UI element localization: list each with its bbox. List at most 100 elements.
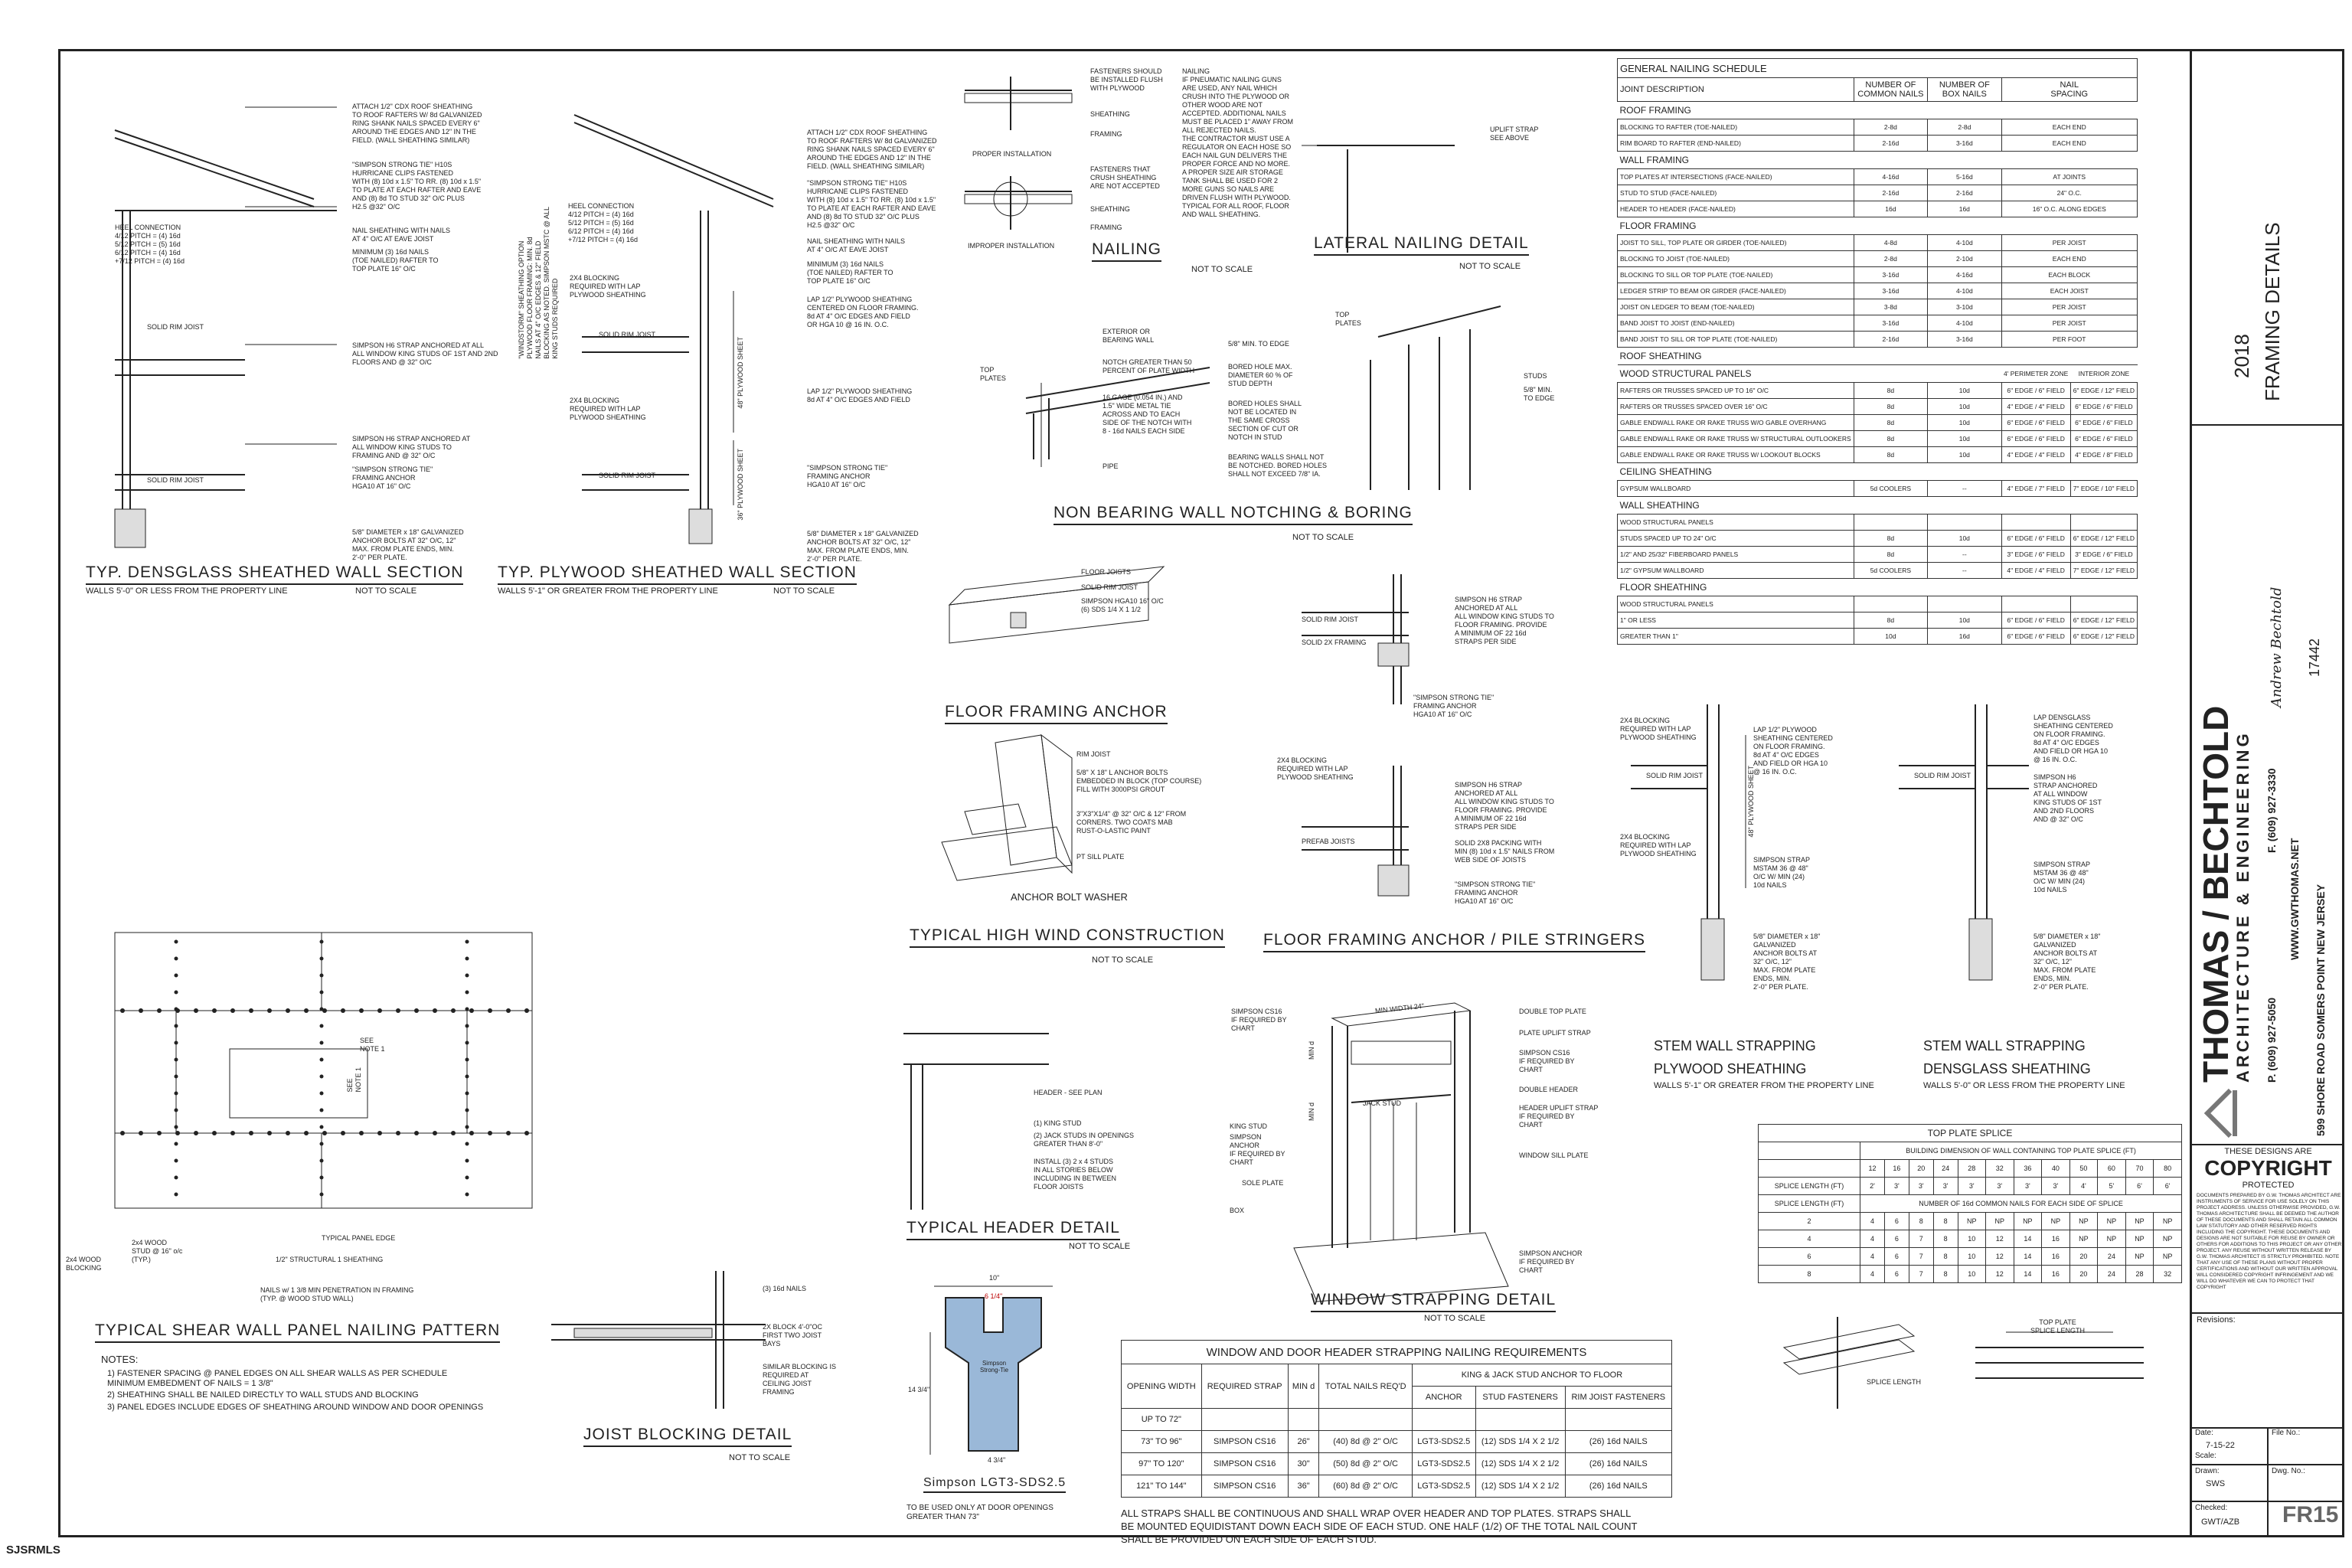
plywood-heel-note: HEEL CONNECTION 4/12 PITCH = (4) 16d 5/1… bbox=[568, 202, 639, 243]
table-cell: PER JOIST bbox=[2001, 315, 2138, 332]
tb-logo-icon bbox=[2203, 1088, 2237, 1138]
plywood-section-title: TYP. PLYWOOD SHEATHED WALL SECTION bbox=[498, 564, 857, 585]
nailing-schedule-section-name: WOOD STRUCTURAL PANELS bbox=[1617, 364, 2002, 383]
plywood-wall-section-drawing bbox=[573, 114, 774, 544]
table-cell: 2-8d bbox=[1853, 119, 1929, 136]
pile-blocking-note: 2X4 BLOCKING REQUIRED WITH LAP PLYWOOD S… bbox=[1277, 756, 1354, 781]
table-cell: TOP PLATES AT INTERSECTIONS (FACE-NAILED… bbox=[1617, 168, 1854, 185]
stem-plywood-sub2: WALLS 5'-1" OR GREATER FROM THE PROPERTY… bbox=[1654, 1081, 1874, 1090]
table-cell: BLOCKING TO RAFTER (TOE-NAILED) bbox=[1617, 119, 1854, 136]
plywood-note-lap-edges: LAP 1/2" PLYWOOD SHEATHING 8d AT 4" O/C … bbox=[807, 387, 913, 403]
nail-dot bbox=[139, 1131, 143, 1135]
tb-checked-value: GWT/AZB bbox=[2201, 1517, 2240, 1527]
table-cell bbox=[1411, 1408, 1476, 1431]
nail-dot bbox=[249, 1008, 253, 1013]
tb-firm-name: THOMAS / BECHTOLD bbox=[2196, 705, 2236, 1083]
table-cell: 36 bbox=[2013, 1159, 2043, 1178]
table-cell: GYPSUM WALLBOARD bbox=[1617, 480, 1854, 497]
table-cell: 10d bbox=[1927, 530, 2002, 547]
table-cell: SPLICE LENGTH (FT) bbox=[1757, 1194, 1861, 1213]
nb-exterior-note: EXTERIOR OR BEARING WALL bbox=[1102, 328, 1155, 344]
table-cell: 10d bbox=[1927, 414, 2002, 431]
table-cell: 8 bbox=[1757, 1265, 1861, 1283]
table-cell: NP bbox=[2125, 1212, 2154, 1230]
nb-cross-section-note: BORED HOLES SHALL NOT BE LOCATED IN THE … bbox=[1228, 400, 1302, 441]
nail-dot bbox=[465, 1057, 469, 1062]
nb-studs-note: STUDS bbox=[1524, 372, 1547, 380]
table-cell: -- bbox=[1927, 480, 2002, 497]
plywood-note-1: ATTACH 1/2" CDX ROOF SHEATHING TO ROOF R… bbox=[807, 129, 937, 170]
nailing-schedule: GENERAL NAILING SCHEDULE JOINT DESCRIPTI… bbox=[1617, 58, 2138, 645]
table-cell: 4-10d bbox=[1927, 315, 2002, 332]
tb-copyright-head: THESE DESIGNS ARE bbox=[2224, 1147, 2312, 1156]
table-cell: 5d COOLERS bbox=[1853, 562, 1929, 579]
nailing-schedule-title: GENERAL NAILING SCHEDULE bbox=[1617, 58, 2138, 78]
windstorm-note: "WINDSTORM" SHEATHING OPTION PLYWOOD FLO… bbox=[518, 207, 559, 359]
table-cell: 4" EDGE / 4" FIELD bbox=[2001, 398, 2071, 415]
tb-revisions-cell: Revisions: bbox=[2192, 1312, 2344, 1429]
nailing-schedule-section: FLOOR SHEATHING bbox=[1617, 578, 2138, 596]
lgt-dim-10: 10" bbox=[989, 1274, 1000, 1282]
ffa-solid2x-note: SOLID 2X FRAMING bbox=[1302, 639, 1367, 646]
nail-dot bbox=[174, 1074, 178, 1079]
nail-dot bbox=[488, 1131, 492, 1135]
table-cell: 6 bbox=[1883, 1230, 1909, 1248]
nailing-schedule-section-name: FLOOR SHEATHING bbox=[1617, 578, 2138, 596]
table-cell: 16 bbox=[2041, 1230, 2070, 1248]
table-cell bbox=[1927, 596, 2002, 612]
shear-notes-heading: NOTES: bbox=[101, 1354, 139, 1365]
table-cell: 16 bbox=[1883, 1159, 1909, 1178]
tb-sheet-cell: 2018 FRAMING DETAILS bbox=[2192, 49, 2344, 426]
table-cell: LGT3-SDS2.5 bbox=[1411, 1475, 1476, 1498]
stem-densglass-sub1: DENSGLASS SHEATHING bbox=[1923, 1061, 2091, 1076]
plywood-note-lap: LAP 1/2" PLYWOOD SHEATHING CENTERED ON F… bbox=[807, 296, 919, 328]
tb-copyright-text: DOCUMENTS PREPARED BY G.W. THOMAS ARCHIT… bbox=[2197, 1193, 2342, 1290]
table-cell: NP bbox=[2153, 1212, 2182, 1230]
table-cell: SIMPSON CS16 bbox=[1200, 1475, 1289, 1498]
nail-dot bbox=[319, 1074, 324, 1079]
nail-dot bbox=[174, 1024, 178, 1028]
tb-drawn-label: Drawn: bbox=[2195, 1467, 2220, 1475]
table-cell: 10d bbox=[1927, 612, 2002, 629]
ffa-rim-note: SOLID RIM JOIST bbox=[1081, 583, 1138, 591]
plywood-48-sheet: 48" PLYWOOD SHEET bbox=[737, 337, 744, 409]
ws-header-uplift-note: HEADER UPLIFT STRAP IF REQUIRED BY CHART bbox=[1519, 1104, 1599, 1129]
nail-dot bbox=[319, 973, 324, 978]
nail-dot bbox=[319, 990, 324, 995]
lgt3-note: TO BE USED ONLY AT DOOR OPENINGS GREATER… bbox=[906, 1504, 1054, 1521]
table-cell bbox=[1564, 1408, 1673, 1431]
table-cell: 8d bbox=[1853, 446, 1929, 463]
shear-stud: 2x4 WOOD STUD @ 16" o/c (TYP.) bbox=[132, 1239, 183, 1263]
table-cell: 32 bbox=[2153, 1265, 2182, 1283]
densglass-rim-joist-2: SOLID RIM JOIST bbox=[147, 476, 204, 484]
hs-col-4: ANCHOR bbox=[1411, 1386, 1476, 1409]
table-cell: 30" bbox=[1287, 1452, 1320, 1475]
table-cell: HEADER TO HEADER (FACE-NAILED) bbox=[1617, 201, 1854, 217]
nail-dot bbox=[304, 1008, 309, 1013]
tps-title: TOP PLATE SPLICE bbox=[1758, 1124, 2182, 1142]
table-cell: 3-8d bbox=[1853, 299, 1929, 315]
table-cell: 2-8d bbox=[1927, 119, 2002, 136]
stem-48-sheet: 48" PLYWOOD SHEET bbox=[1747, 766, 1755, 838]
non-bearing-title: NON BEARING WALL NOTCHING & BORING bbox=[1054, 504, 1413, 525]
table-cell: 4-16d bbox=[1927, 266, 2002, 283]
table-cell bbox=[1475, 1408, 1566, 1431]
lgt3-title: Simpson LGT3-SDS2.5 bbox=[923, 1476, 1066, 1493]
table-cell: 16d bbox=[1927, 628, 2002, 645]
tb-web: WWW.GWTHOMAS.NET bbox=[2288, 838, 2301, 960]
table-cell: RAFTERS OR TRUSSES SPACED OVER 16" O/C bbox=[1617, 398, 1854, 415]
table-cell: LGT3-SDS2.5 bbox=[1411, 1430, 1476, 1453]
table-cell: 6" EDGE / 6" FIELD bbox=[2001, 628, 2071, 645]
table-cell: NP bbox=[2069, 1230, 2099, 1248]
table-cell: 12 bbox=[1985, 1265, 2014, 1283]
table-row: WOOD STRUCTURAL PANELS bbox=[1617, 514, 2138, 531]
window-strapping-title: WINDOW STRAPPING DETAIL bbox=[1311, 1291, 1556, 1312]
nail-dot bbox=[524, 1131, 529, 1135]
table-cell: 7" EDGE / 12" FIELD bbox=[2069, 562, 2138, 579]
